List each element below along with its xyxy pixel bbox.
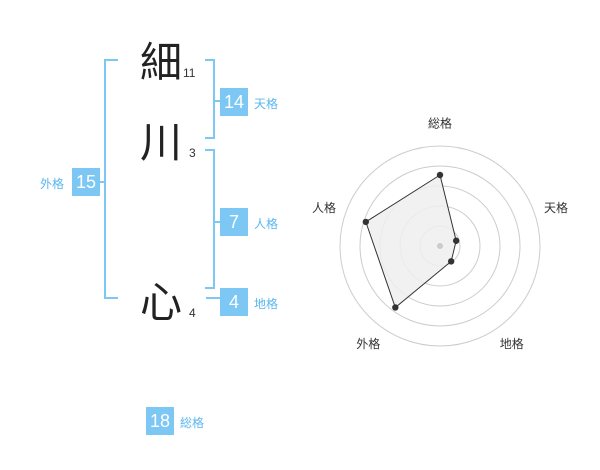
gaikaku-label: 外格: [40, 177, 65, 191]
radar-area: [365, 174, 457, 309]
name-char-3: 心: [140, 278, 183, 327]
tenkaku-label: 天格: [254, 97, 279, 111]
radar-point-2: [452, 237, 460, 244]
radar-axis-label-3: 地格: [500, 336, 524, 351]
radar-point-3: [447, 258, 455, 265]
radar-axis-label-1: 総格: [428, 116, 452, 131]
stroke-count-2: 3: [189, 146, 196, 160]
radar-point-5: [362, 218, 370, 226]
radar-axis-label-4: 外格: [356, 336, 380, 351]
jinkaku-label: 人格: [254, 217, 279, 231]
name-char-2: 川: [140, 118, 183, 167]
radar-axis-label-5: 人格: [312, 200, 336, 215]
jinkaku-bracket: [205, 149, 215, 289]
soukaku-value: 18: [146, 407, 174, 435]
stroke-count-3: 4: [189, 306, 196, 320]
tenkaku-value: 14: [220, 88, 248, 116]
radar-point-4: [392, 304, 399, 311]
chikaku-value: 4: [220, 288, 248, 316]
soukaku-label: 総格: [180, 416, 205, 430]
gaikaku-bracket: [104, 59, 118, 299]
radar-ring: [339, 145, 541, 347]
radar-points: [362, 171, 460, 311]
radar-axis-label-2: 天格: [544, 200, 568, 215]
jinkaku-value: 7: [220, 208, 248, 236]
gaikaku-value: 15: [72, 168, 100, 196]
tenkaku-bracket: [205, 59, 215, 139]
radar-point-1: [436, 171, 444, 179]
name-char-1: 細: [140, 38, 183, 87]
radar-ring: [359, 165, 521, 327]
radar-center-dot: [437, 243, 443, 249]
chikaku-label: 地格: [254, 297, 279, 311]
stroke-count-1: 11: [183, 66, 196, 80]
